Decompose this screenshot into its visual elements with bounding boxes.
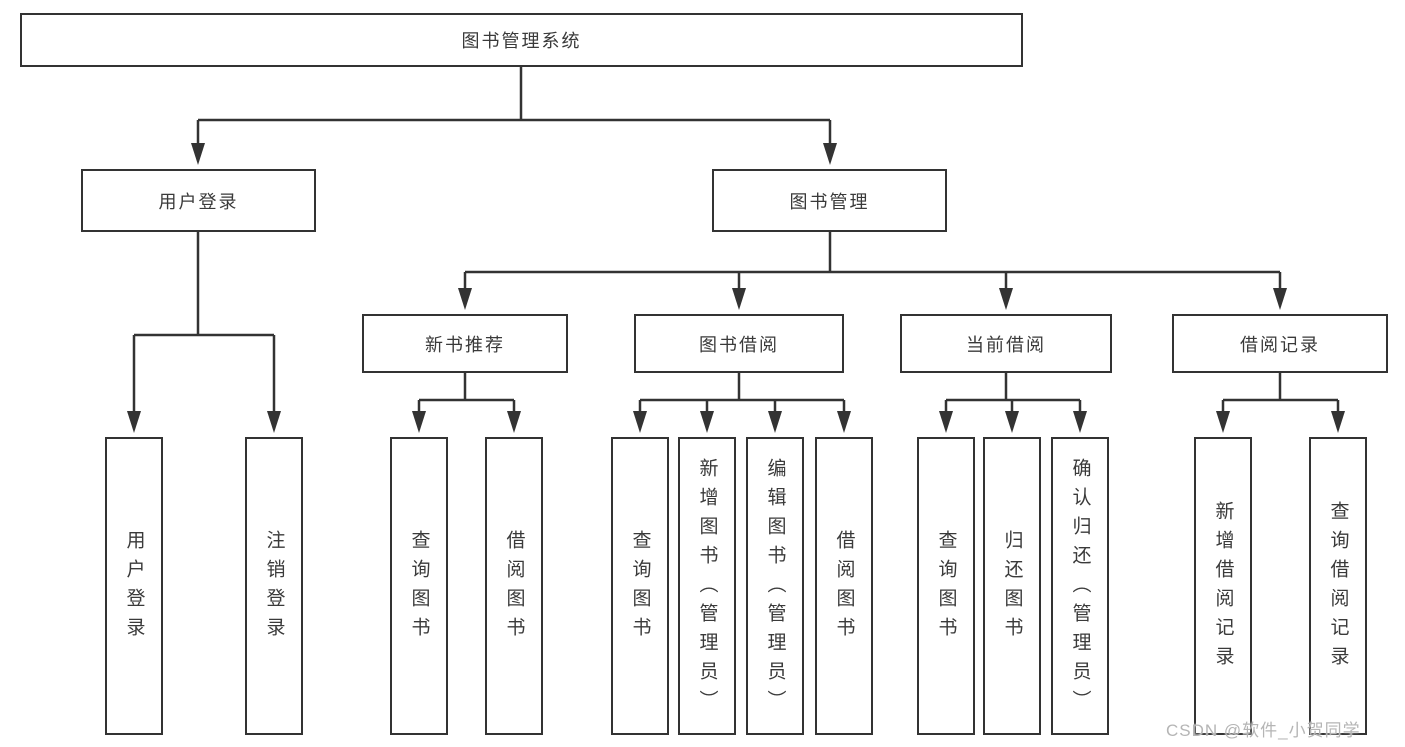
leaf-cb-confirm-return-admin: 确认归还（管理员） [1051,437,1109,735]
leaf-nb-query-books: 查询图书 [390,437,448,735]
leaf-user-login: 用户登录 [105,437,163,735]
leaf-bb-edit-books-admin: 编辑图书（管理员） [746,437,804,735]
leaf-br-query-borrow-record: 查询借阅记录 [1309,437,1367,735]
leaf-bb-add-books-admin: 新增图书（管理员） [678,437,736,735]
leaf-cb-return-books: 归还图书 [983,437,1041,735]
node-book-borrowing: 图书借阅 [634,314,844,373]
leaf-br-add-borrow-record: 新增借阅记录 [1194,437,1252,735]
leaf-bb-borrow-books: 借阅图书 [815,437,873,735]
node-new-book-recommendation: 新书推荐 [362,314,568,373]
leaf-nb-borrow-books: 借阅图书 [485,437,543,735]
node-book-management: 图书管理 [712,169,947,232]
node-current-borrowing: 当前借阅 [900,314,1112,373]
node-user-login: 用户登录 [81,169,316,232]
leaf-logout-login: 注销登录 [245,437,303,735]
leaf-cb-query-books: 查询图书 [917,437,975,735]
csdn-watermark: CSDN @软件_小贺同学 [1166,721,1361,740]
node-borrowing-records: 借阅记录 [1172,314,1388,373]
node-library-management-system: 图书管理系统 [20,13,1023,67]
leaf-bb-query-books: 查询图书 [611,437,669,735]
